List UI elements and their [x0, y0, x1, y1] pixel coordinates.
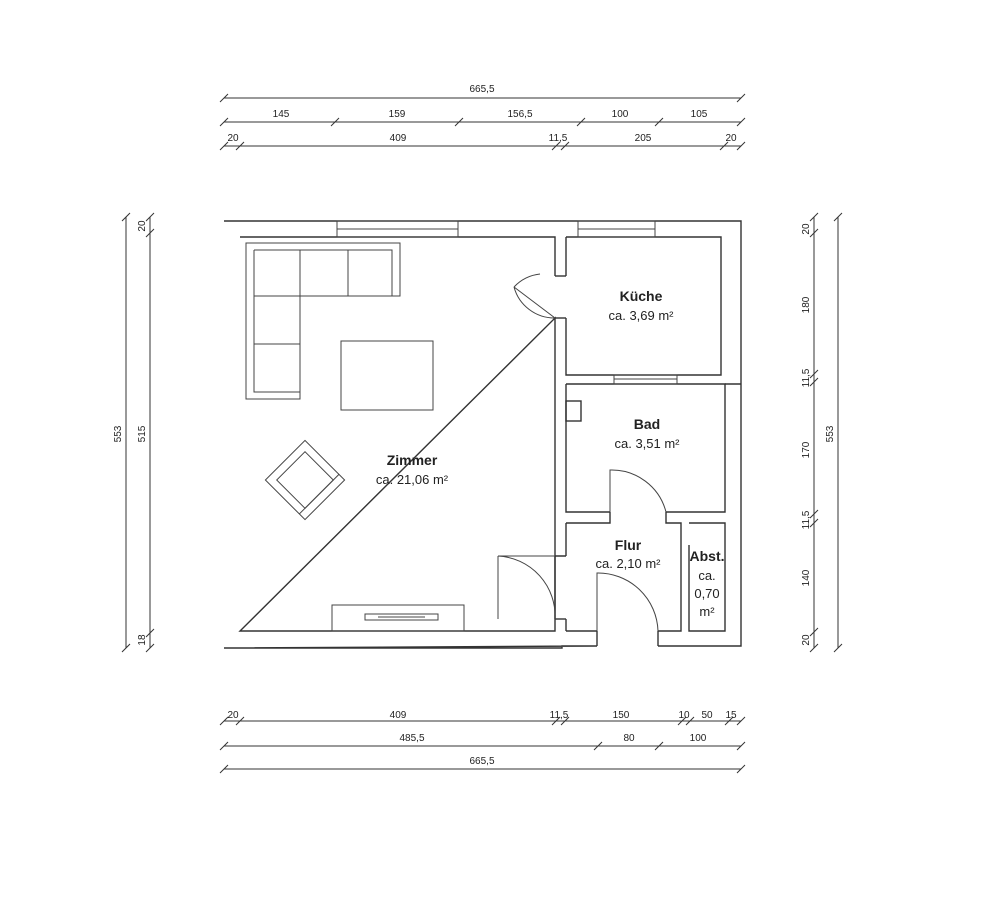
dim-bot-r2-0: 485,5 — [399, 733, 424, 744]
bad-shaft — [565, 400, 582, 422]
dim-bot-r1-5: 50 — [701, 710, 713, 721]
room-kueche-name: Küche — [620, 288, 663, 304]
room-zimmer-area: ca. 21,06 m² — [376, 472, 449, 487]
top-dimension-chains: 665,5 145 159 156,5 100 105 20 409 11,5 … — [219, 84, 746, 151]
dim-right-outer: 553 — [825, 425, 836, 442]
corner-sofa — [245, 242, 401, 400]
room-abst-area-2: 0,70 — [694, 586, 719, 601]
dim-bot-r1-6: 15 — [725, 710, 737, 721]
dim-top-r2-4: 20 — [725, 133, 737, 144]
dim-right-inner-3: 170 — [801, 441, 812, 458]
dim-left-inner-1: 515 — [137, 425, 148, 442]
dim-bot-r1-1: 409 — [390, 710, 407, 721]
dim-top-r1-4: 105 — [691, 109, 708, 120]
door-bad — [609, 469, 667, 513]
dim-top-r2-2: 11,5 — [549, 133, 568, 144]
flur-wall — [555, 512, 682, 632]
room-kueche-area: ca. 3,69 m² — [608, 308, 674, 323]
right-dimension-chains: 20 180 11,5 170 11,5 140 20 553 — [801, 212, 843, 653]
dim-right-inner-6: 20 — [801, 634, 812, 646]
room-abst-name: Abst. — [690, 548, 725, 564]
tv-sideboard — [331, 604, 465, 632]
dim-bot-total: 665,5 — [469, 756, 494, 767]
furniture — [245, 242, 465, 632]
bottom-dimension-chains: 20 409 11,5 150 10 50 15 485,5 80 100 66… — [219, 710, 746, 774]
walls — [223, 220, 742, 649]
doors — [497, 273, 667, 632]
room-abst-area-3: m² — [699, 604, 715, 619]
room-bad-area: ca. 3,51 m² — [614, 436, 680, 451]
dim-right-inner-4: 11,5 — [801, 510, 812, 529]
dim-top-r1-0: 145 — [273, 109, 290, 120]
room-abst-area-1: ca. — [698, 568, 715, 583]
coffee-table — [340, 340, 434, 411]
dim-top-r2-1: 409 — [390, 133, 407, 144]
dim-top-r2-0: 20 — [227, 133, 239, 144]
dim-right-inner-0: 20 — [801, 223, 812, 235]
room-zimmer-name: Zimmer — [387, 452, 438, 468]
dim-bot-r1-3: 150 — [613, 710, 630, 721]
dim-right-inner-5: 140 — [801, 569, 812, 586]
dim-top-r1-3: 100 — [612, 109, 629, 120]
abst-wall — [688, 383, 741, 632]
armchair — [264, 439, 346, 521]
dim-right-inner-2: 11,5 — [801, 368, 812, 387]
dim-top-r1-2: 156,5 — [507, 109, 532, 120]
dim-top-r2-3: 205 — [635, 133, 652, 144]
room-flur-area: ca. 2,10 m² — [595, 556, 661, 571]
dim-bot-r1-4: 10 — [678, 710, 690, 721]
dim-left-inner-2: 18 — [137, 634, 148, 646]
kueche-wall — [565, 236, 722, 376]
door-entrance — [596, 572, 659, 632]
outer-wall — [223, 220, 742, 649]
dim-bot-r1-2: 11,5 — [550, 710, 569, 721]
room-bad-name: Bad — [634, 416, 660, 432]
dim-left-inner-0: 20 — [137, 220, 148, 232]
dim-left-outer: 553 — [113, 425, 124, 442]
dim-bot-r2-1: 80 — [623, 733, 635, 744]
door-kueche — [513, 286, 556, 319]
windows — [336, 220, 678, 385]
left-dimension-chains: 553 20 515 18 — [113, 212, 155, 653]
room-labels: Zimmer ca. 21,06 m² Küche ca. 3,69 m² Ba… — [376, 288, 725, 619]
room-flur-name: Flur — [615, 537, 642, 553]
dim-right-inner-1: 180 — [801, 296, 812, 313]
dim-bot-r1-0: 20 — [227, 710, 239, 721]
door-zimmer-flur — [497, 555, 556, 620]
dim-top-total: 665,5 — [469, 84, 494, 95]
dim-bot-r2-2: 100 — [690, 733, 707, 744]
dim-top-r1-1: 159 — [389, 109, 406, 120]
